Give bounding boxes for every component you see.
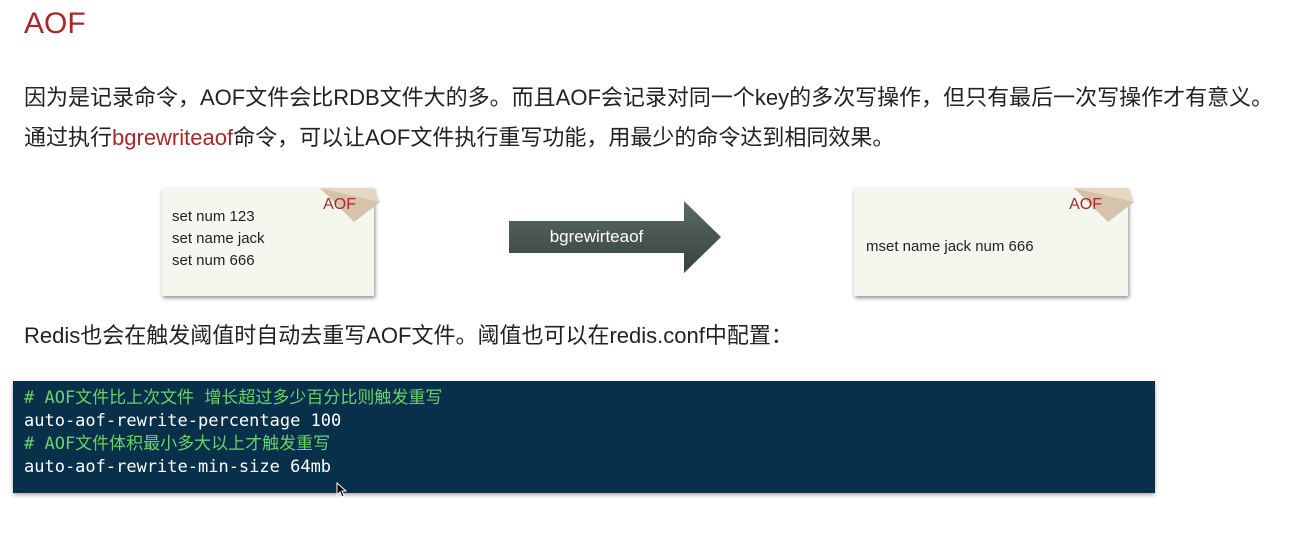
aof-tag: AOF: [323, 196, 356, 213]
config-code-block: # AOF文件比上次文件 增长超过多少百分比则触发重写 auto-aof-rew…: [13, 381, 1155, 493]
command-line: set num 123: [172, 208, 255, 225]
intro-text-before: 因为是记录命令，AOF文件会比RDB文件大的多。而且AOF会记录对同一个key的…: [24, 85, 1274, 150]
arrow-label: bgrewirteaof: [549, 227, 644, 246]
note-fold-corner: [1074, 188, 1134, 222]
intro-paragraph: 因为是记录命令，AOF文件会比RDB文件大的多。而且AOF会记录对同一个key的…: [24, 78, 1284, 158]
intro-text-after: 命令，可以让AOF文件执行重写功能，用最少的命令达到相同效果。: [233, 125, 895, 150]
aof-after-commands: mset name jack num 666: [866, 236, 1034, 258]
rewrite-arrow: [509, 201, 721, 273]
threshold-paragraph: Redis也会在触发阈值时自动去重写AOF文件。阈值也可以在redis.conf…: [24, 323, 793, 348]
aof-before-commands: set num 123 set name jack set num 666: [172, 206, 265, 272]
aof-before-note: AOF set num 123 set name jack set num 66…: [162, 188, 380, 296]
aof-after-note: AOF mset name jack num 666: [854, 188, 1134, 296]
code-comment: # AOF文件体积最小多大以上才触发重写: [24, 434, 331, 454]
page-title: AOF: [24, 7, 86, 40]
command-line: set num 666: [172, 252, 255, 269]
intro-command-highlight: bgrewriteaof: [112, 125, 234, 150]
code-comment: # AOF文件比上次文件 增长超过多少百分比则触发重写: [24, 388, 443, 408]
note-fold-corner: [320, 188, 380, 222]
mouse-cursor-icon: [336, 482, 348, 498]
code-line: auto-aof-rewrite-min-size 64mb: [24, 457, 332, 477]
code-line: auto-aof-rewrite-percentage 100: [24, 411, 342, 431]
command-line: set name jack: [172, 230, 265, 247]
command-line: mset name jack num 666: [866, 238, 1034, 255]
aof-tag: AOF: [1069, 196, 1102, 213]
